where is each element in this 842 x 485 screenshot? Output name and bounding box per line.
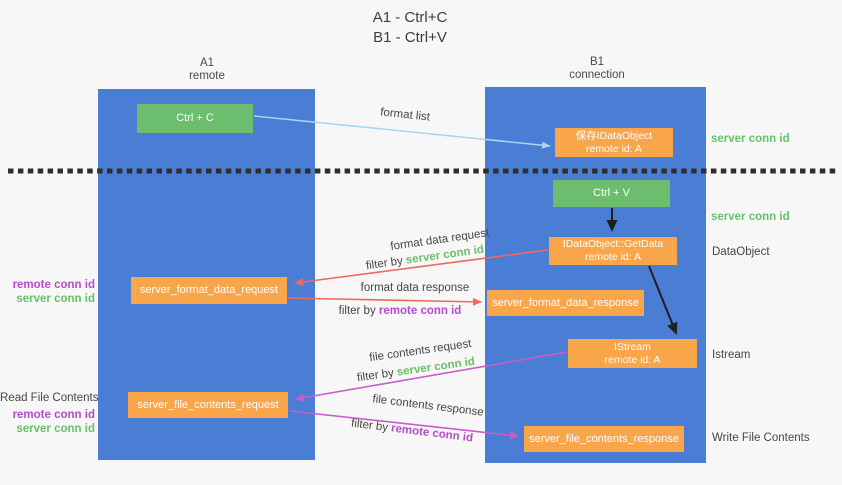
right-column-title: B1 [589,56,605,68]
node-ctrl-c: Ctrl + C [137,104,253,133]
node-idataobject-getdata-line2: remote id: A [584,251,642,263]
node-save-idataobject-line2: remote id: A [585,142,643,155]
node-save-idataobject-line1: 保存IDataObject [575,129,653,142]
file-server-conn-id-label: server conn id [16,423,95,435]
node-istream-line1: IStream [614,340,651,353]
node-ctrl-v-label: Ctrl + V [593,187,630,199]
node-save-idataobject: 保存IDataObject remote id: A [555,128,673,157]
node-ctrl-c-label: Ctrl + C [176,112,214,124]
diagram-title: A1 - Ctrl+C B1 - Ctrl+V [320,8,500,48]
right-column-header: B1 connection [527,56,667,82]
node-istream-line2: remote id: A [604,353,661,366]
node-ctrl-v: Ctrl + V [553,180,670,207]
title-line-2: B1 - Ctrl+V [373,29,447,46]
format-data-response-arrow [287,297,482,306]
node-idataobject-getdata-line1: IDataObject::GetData [562,238,664,250]
title-line-1: A1 - Ctrl+C [372,9,448,26]
left-column-subtitle: remote [189,70,225,82]
file-contents-response-filter-label: filter by remote conn id [346,417,479,446]
read-file-contents-label: Read File Contents [0,392,99,404]
format-list-label: format list [379,106,431,124]
format-data-response-filter-label: filter by remote conn id [335,305,465,318]
node-idataobject-getdata: IDataObject::GetData remote id: A [549,237,677,265]
node-server-file-contents-response-label: server_file_contents_response [529,432,679,445]
node-server-format-data-request-label: server_format_data_request [139,284,279,296]
filter-by-text: filter by [356,366,398,385]
left-column-title: A1 [199,57,215,69]
node-server-file-contents-response: server_file_contents_response [524,426,684,452]
write-file-contents-label: Write File Contents [712,432,810,444]
dataobject-label: DataObject [712,246,770,258]
node-server-file-contents-request-label: server_file_contents_request [137,398,279,411]
file-contents-response-label: file contents response [371,393,485,419]
filter-by-text: filter by [350,417,392,435]
right-column-subtitle: connection [569,69,625,81]
server-conn-id-label-top: server conn id [711,133,790,145]
remote-conn-id-text: remote conn id [378,305,462,317]
filter-by-text: filter by [365,254,407,273]
format-data-response-label: format data response [360,282,470,294]
istream-label: Istream [712,349,751,361]
node-istream: IStream remote id: A [568,339,697,368]
request-remote-conn-id-label: remote conn id [12,279,95,291]
node-server-file-contents-request: server_file_contents_request [128,392,288,418]
request-server-conn-id-label: server conn id [16,293,95,305]
file-remote-conn-id-label: remote conn id [12,409,95,421]
filter-by-text: filter by [338,305,379,317]
remote-conn-id-text: remote conn id [390,422,474,445]
left-column-header: A1 remote [137,57,277,83]
node-server-format-data-request: server_format_data_request [131,277,287,304]
node-server-format-data-response-label: server_format_data_response [492,296,639,309]
server-conn-id-label-mid: server conn id [711,211,790,223]
node-server-format-data-response: server_format_data_response [487,290,644,316]
